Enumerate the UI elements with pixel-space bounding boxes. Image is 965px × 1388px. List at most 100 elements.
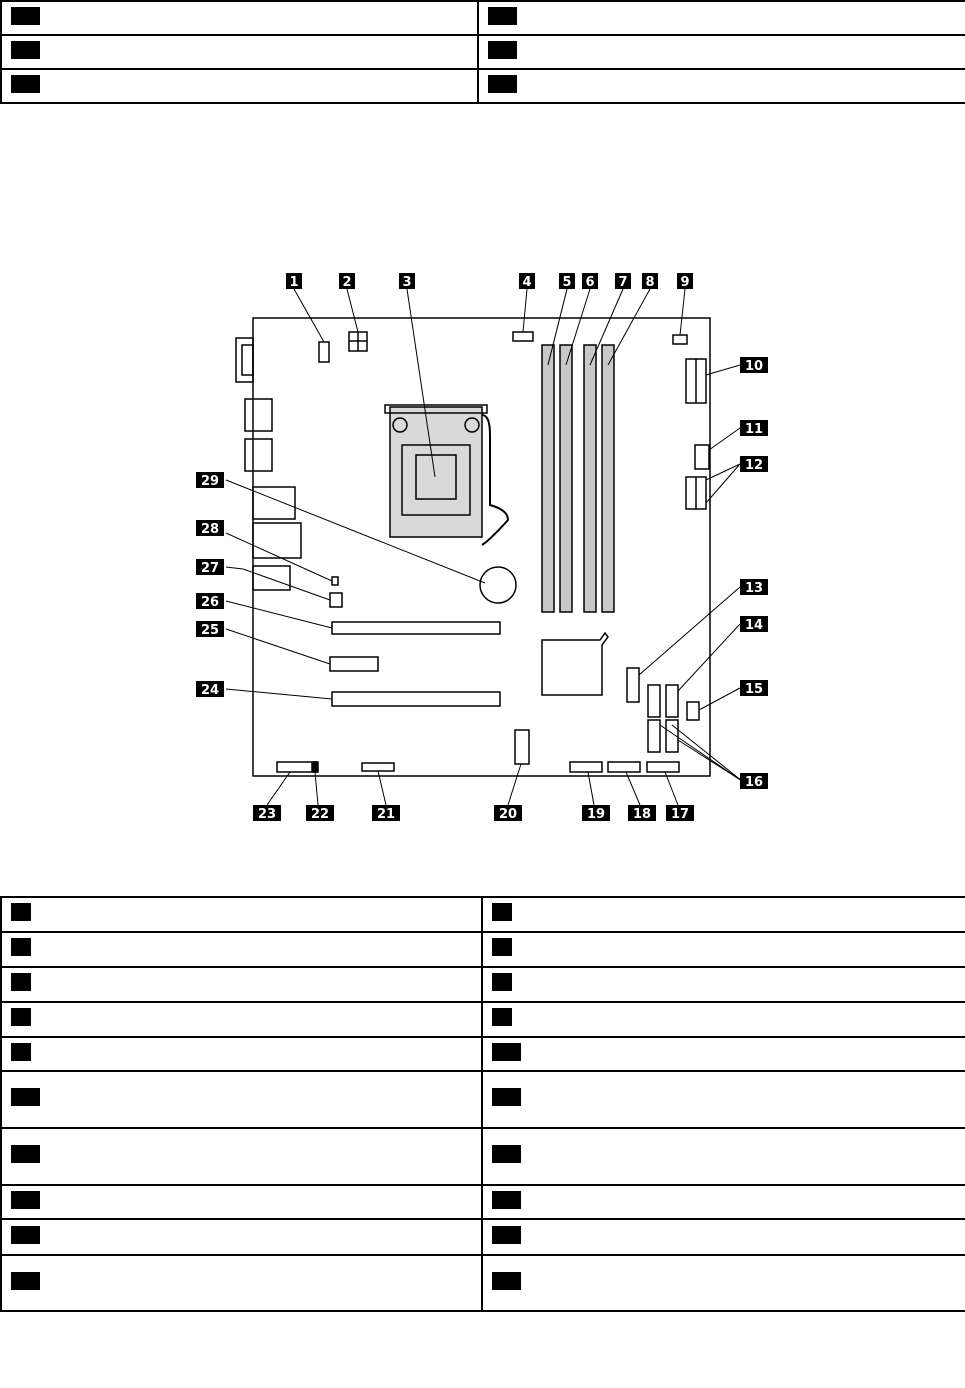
- legend-badge: [11, 40, 40, 59]
- legend-badge: [492, 1042, 521, 1061]
- dimm-slot-5: [541, 344, 555, 613]
- legend-cell: [0, 1127, 483, 1186]
- callout-26: 26: [196, 593, 224, 610]
- connector-27: [329, 592, 343, 608]
- connector-20: [514, 729, 530, 765]
- svg-text:23: 23: [258, 807, 276, 822]
- table-row: [0, 966, 965, 1003]
- callout-6: 6: [582, 273, 598, 290]
- svg-text:3: 3: [402, 275, 411, 290]
- table-row: [0, 1001, 965, 1038]
- svg-text:22: 22: [311, 807, 329, 822]
- pcie-slot-24: [331, 691, 501, 707]
- legend-cell: [481, 931, 965, 968]
- header-23: [276, 761, 318, 773]
- callout-19: 19: [582, 805, 610, 822]
- legend-badge: [11, 6, 40, 25]
- svg-text:20: 20: [499, 807, 517, 822]
- svg-text:19: 19: [587, 807, 605, 822]
- callout-27: 27: [196, 559, 224, 576]
- callout-7: 7: [615, 273, 631, 290]
- header-21: [361, 762, 395, 772]
- dimm-slot-6: [559, 344, 573, 613]
- legend-cell: [481, 1254, 965, 1312]
- pcie-slot-26: [331, 621, 501, 635]
- header-19: [569, 761, 603, 773]
- table-row: [0, 0, 965, 36]
- callout-2: 2: [339, 273, 355, 290]
- table-row: [0, 1036, 965, 1072]
- svg-text:10: 10: [745, 359, 763, 374]
- ethernet-port: [252, 522, 302, 559]
- legend-badge: [11, 1145, 40, 1163]
- display-port: [252, 486, 296, 520]
- connector-13: [626, 667, 640, 703]
- legend-cell: [0, 966, 483, 1003]
- legend-badge: [492, 973, 512, 991]
- legend-cell: [0, 1184, 483, 1220]
- connector-9: [672, 334, 688, 345]
- cpu-lever: [481, 414, 510, 546]
- sata-16a: [647, 719, 661, 753]
- legend-badge: [492, 1088, 521, 1106]
- legend-cell: [477, 34, 965, 70]
- svg-text:13: 13: [745, 581, 763, 596]
- legend-badge: [11, 1225, 40, 1244]
- svg-text:17: 17: [671, 807, 689, 822]
- callout-4: 4: [519, 273, 535, 290]
- legend-badge: [11, 938, 31, 956]
- callout-29: 29: [196, 472, 224, 489]
- legend-cell: [481, 1001, 965, 1038]
- legend-cell: [0, 0, 479, 36]
- svg-text:14: 14: [745, 618, 763, 633]
- header-22: [311, 761, 319, 773]
- legend-badge: [488, 74, 517, 93]
- legend-badge: [11, 74, 40, 93]
- callout-17: 17: [666, 805, 694, 822]
- legend-cell: [0, 1218, 483, 1256]
- legend-cell: [481, 1184, 965, 1220]
- legend-badge: [492, 1225, 521, 1244]
- svg-text:5: 5: [562, 275, 571, 290]
- legend-badge: [11, 1190, 40, 1209]
- legend-badge: [11, 903, 31, 921]
- table-row: [0, 1254, 965, 1312]
- motherboard-diagram: 1 2 3 4 5 6 7 8 9 10 11 12 13 14 15 16 1…: [196, 273, 768, 822]
- callout-13: 13: [740, 579, 768, 596]
- table-row: [0, 68, 965, 104]
- sata-16b: [665, 719, 679, 753]
- svg-text:4: 4: [522, 275, 531, 290]
- legend-cell: [0, 1254, 483, 1312]
- callout-25: 25: [196, 621, 224, 638]
- top-legend-table: [0, 0, 965, 104]
- legend-cell: [481, 896, 965, 933]
- legend-cell: [481, 1036, 965, 1072]
- pcie-slot-25: [329, 656, 379, 672]
- callout-3: 3: [399, 273, 415, 290]
- connector-4: [512, 331, 534, 342]
- callout-24: 24: [196, 681, 224, 698]
- legend-cell: [481, 1127, 965, 1186]
- svg-text:11: 11: [745, 422, 763, 437]
- callouts: 1 2 3 4 5 6 7 8 9 10 11 12 13 14 15 16 1…: [196, 273, 768, 822]
- svg-text:6: 6: [585, 275, 594, 290]
- svg-text:24: 24: [201, 683, 219, 698]
- callout-5: 5: [559, 273, 575, 290]
- legend-cell: [0, 896, 483, 933]
- connector-15: [686, 701, 700, 721]
- legend-badge: [492, 1271, 521, 1290]
- svg-text:27: 27: [201, 561, 219, 576]
- legend-cell: [477, 0, 965, 36]
- legend-badge: [11, 1088, 40, 1106]
- connector-1: [318, 341, 330, 363]
- legend-cell: [0, 68, 479, 104]
- dimm-slot-8: [601, 344, 615, 613]
- chipset: [541, 631, 609, 696]
- svg-text:15: 15: [745, 682, 763, 697]
- legend-cell: [477, 68, 965, 104]
- callout-10: 10: [740, 357, 768, 374]
- callout-11: 11: [740, 420, 768, 437]
- legend-badge: [11, 1008, 31, 1026]
- sata-14: [647, 684, 661, 718]
- svg-text:28: 28: [201, 522, 219, 537]
